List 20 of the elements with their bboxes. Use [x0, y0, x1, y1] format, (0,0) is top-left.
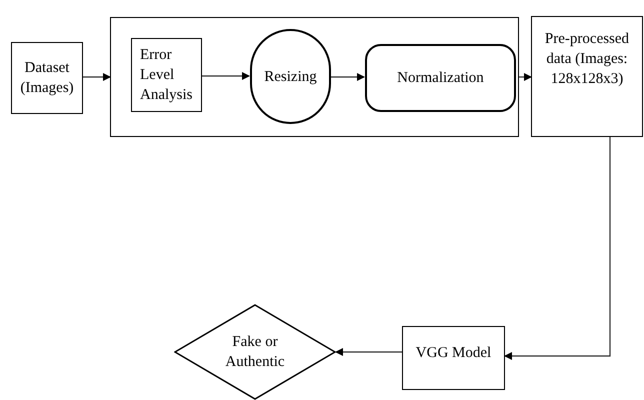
process-box	[531, 16, 643, 137]
group-box	[110, 17, 519, 137]
decision-diamond	[174, 304, 336, 400]
node-label: Dataset (Images)	[19, 59, 75, 98]
rounded-box	[365, 44, 516, 112]
arrow	[335, 348, 402, 356]
node-label: Normalization	[397, 69, 484, 88]
arrow	[83, 73, 111, 81]
arrow	[201, 72, 250, 80]
node-label: Resizing	[264, 68, 317, 86]
node-label: Error Level Analysis	[140, 46, 194, 105]
process-box	[402, 326, 505, 390]
process-box	[131, 38, 202, 112]
node-label: VGG Model	[416, 344, 492, 363]
process-box	[11, 42, 83, 114]
arrow	[519, 73, 532, 81]
arrow	[330, 73, 365, 81]
node-label: Fake or Authentic	[224, 333, 286, 372]
arrow	[504, 137, 611, 360]
node-label: Pre-processed data (Images: 128x128x3)	[544, 30, 630, 89]
